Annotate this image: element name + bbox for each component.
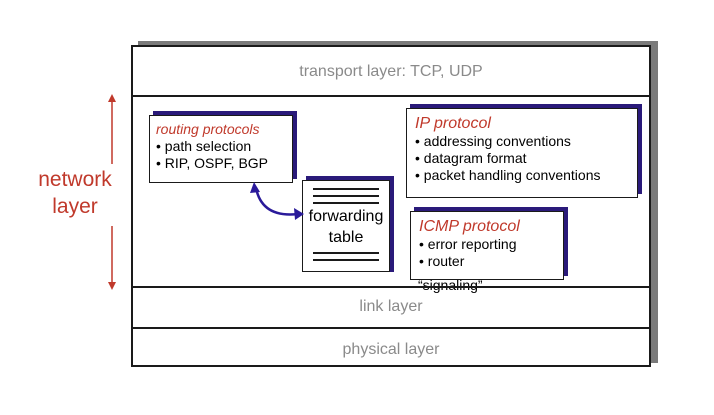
- routing-item-1: • path selection: [156, 138, 252, 154]
- table-rule-4: [313, 252, 379, 254]
- icmp-protocol-title: ICMP protocol: [419, 218, 520, 235]
- transport-layer-divider: [131, 95, 651, 97]
- table-rule-5: [313, 259, 379, 261]
- network-layer-label-line2: layer: [52, 195, 98, 218]
- routing-protocols-title: routing protocols: [156, 121, 260, 137]
- link-layer-label: link layer: [359, 298, 423, 315]
- icmp-item-2-continuation: “signaling”: [418, 277, 483, 293]
- network-layer-divider: [131, 286, 651, 288]
- physical-layer-label: physical layer: [342, 341, 440, 358]
- forwarding-table-box: forwarding table: [302, 180, 390, 272]
- routing-protocols-box: routing protocols • path selection • RIP…: [149, 115, 293, 183]
- icmp-protocol-box: ICMP protocol • error reporting • router: [410, 211, 564, 280]
- span-arrow-bottom-head: [108, 282, 116, 290]
- arrow-head-up: [250, 182, 260, 193]
- routing-to-table-arrow: [250, 182, 304, 220]
- forwarding-table-label-line2: table: [328, 229, 364, 246]
- ip-item-2: • datagram format: [415, 150, 527, 166]
- table-rule-1: [313, 188, 379, 190]
- arrow-curve: [254, 187, 299, 216]
- ip-protocol-title: IP protocol: [415, 115, 491, 132]
- link-layer-divider: [131, 327, 651, 329]
- span-arrow-top-head: [108, 94, 116, 102]
- table-rule-3: [313, 202, 379, 204]
- arrow-head-right: [294, 208, 304, 220]
- ip-item-1: • addressing conventions: [415, 133, 571, 149]
- ip-protocol-box: IP protocol • addressing conventions • d…: [406, 108, 638, 198]
- routing-item-2: • RIP, OSPF, BGP: [156, 155, 269, 171]
- forwarding-table-label-line1: forwarding: [308, 208, 384, 225]
- icmp-item-2: • router: [419, 253, 465, 269]
- table-rule-2: [313, 195, 379, 197]
- network-layer-label-line1: network: [38, 168, 112, 191]
- transport-layer-label: transport layer: TCP, UDP: [299, 63, 483, 80]
- icmp-item-1: • error reporting: [419, 236, 517, 252]
- ip-item-3: • packet handling conventions: [415, 167, 601, 183]
- network-layer-span-arrow: [108, 94, 116, 290]
